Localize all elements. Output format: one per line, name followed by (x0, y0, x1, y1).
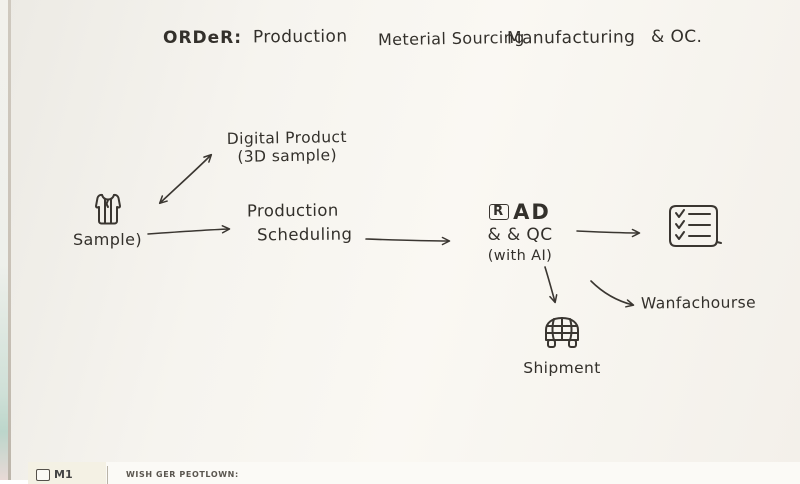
sample-label: Sample) (72, 230, 143, 249)
digital-product-line1: Digital Product (226, 127, 348, 149)
shipment-label: Shipment (523, 359, 601, 377)
whiteboard-edge-line (8, 0, 11, 480)
node-checklist (667, 202, 723, 254)
registered-r-icon: R (489, 204, 510, 220)
header-step-material-sourcing: Meterial Sourcing (377, 27, 525, 50)
photo-left-edge (0, 0, 8, 480)
order-heading: ORDeR: (163, 28, 243, 48)
node-production-scheduling: Production Scheduling (247, 201, 353, 245)
toolbar-divider (107, 466, 108, 484)
garment-icon (94, 193, 121, 225)
delivery-van-icon (545, 317, 579, 348)
checkbox-icon[interactable] (36, 469, 50, 481)
header-step-manufacturing: Manufacturing (506, 27, 636, 49)
warehouse-label: Wanfachourse (640, 293, 757, 313)
scheduling-line2: Scheduling (257, 224, 353, 245)
rdqc-line1: AD (513, 200, 551, 224)
rdqc-line2: & & QC (487, 225, 553, 245)
toolbar-note: WISH GER PEOTLOWN: (126, 470, 239, 479)
rdqc-line3: (with AI) (487, 248, 553, 264)
digital-product-line2: (3D sample) (237, 146, 338, 166)
header-step-production: Production (252, 26, 348, 48)
node-digital-product: Digital Product (3D sample) (222, 128, 353, 166)
header-step-qc: & OC. (651, 27, 703, 47)
toolbar-badge[interactable]: M1 (54, 468, 73, 481)
scheduling-line1: Production (246, 200, 339, 221)
bottom-toolbar: M1 WISH GER PEOTLOWN: (28, 462, 800, 484)
checklist-icon (669, 205, 722, 247)
node-shipment: Shipment (517, 314, 607, 377)
node-sample: Sample) (70, 192, 145, 249)
